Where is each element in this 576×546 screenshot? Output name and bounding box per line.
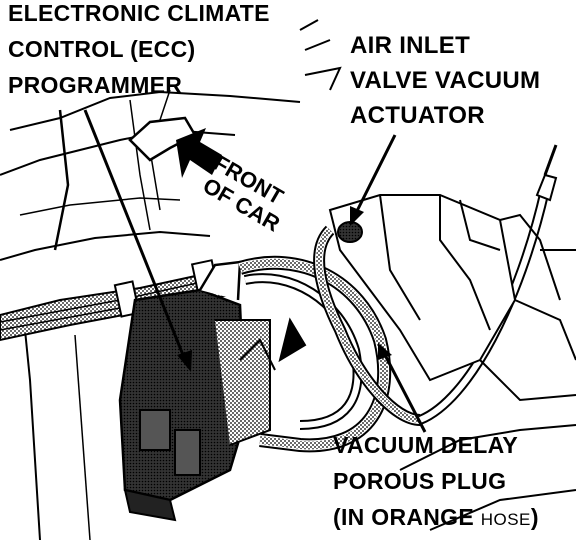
label-vac-line3-hose: HOSE xyxy=(480,510,531,529)
label-vac-line3-main: (IN ORANGE xyxy=(333,504,474,530)
label-ecc-line2: CONTROL (ECC) xyxy=(8,36,196,62)
leader-lines xyxy=(83,109,427,433)
leader-arrowheads xyxy=(177,206,392,372)
label-air-line1: AIR INLET xyxy=(350,32,471,59)
leader-ecc-programmer xyxy=(83,109,187,361)
label-air-line3: ACTUATOR xyxy=(350,102,485,129)
dash-structure xyxy=(0,19,342,541)
lower-structure xyxy=(239,317,576,531)
label-vac-line3: (IN ORANGE HOSE) xyxy=(333,506,539,542)
leader-air-inlet xyxy=(353,134,397,216)
front-arrow xyxy=(176,128,222,178)
label-ecc-programmer: ELECTRONIC CLIMATE CONTROL (ECC) PROGRAM… xyxy=(8,2,270,110)
wiring-harness xyxy=(0,259,232,342)
hose-end-fitting xyxy=(535,144,558,202)
label-air-line2: VALVE VACUUM xyxy=(350,67,541,94)
label-vac-line2: POROUS PLUG xyxy=(333,468,507,494)
leader-vacuum-delay xyxy=(383,354,427,433)
label-ecc-line3: PROGRAMMER xyxy=(8,72,183,98)
air-inlet-actuator-housing xyxy=(328,194,576,402)
vacuum-hoses xyxy=(237,188,550,453)
label-vac-line3-end: ) xyxy=(530,504,539,530)
label-air-inlet-actuator: AIR INLET VALVE VACUUM ACTUATOR xyxy=(350,34,540,139)
label-ecc-line1: ELECTRONIC CLIMATE xyxy=(8,0,270,26)
label-vacuum-delay-plug: VACUUM DELAY POROUS PLUG (IN ORANGE HOSE… xyxy=(333,434,539,542)
label-vac-line1: VACUUM DELAY xyxy=(333,432,519,458)
ecc-programmer-unit xyxy=(118,260,271,522)
